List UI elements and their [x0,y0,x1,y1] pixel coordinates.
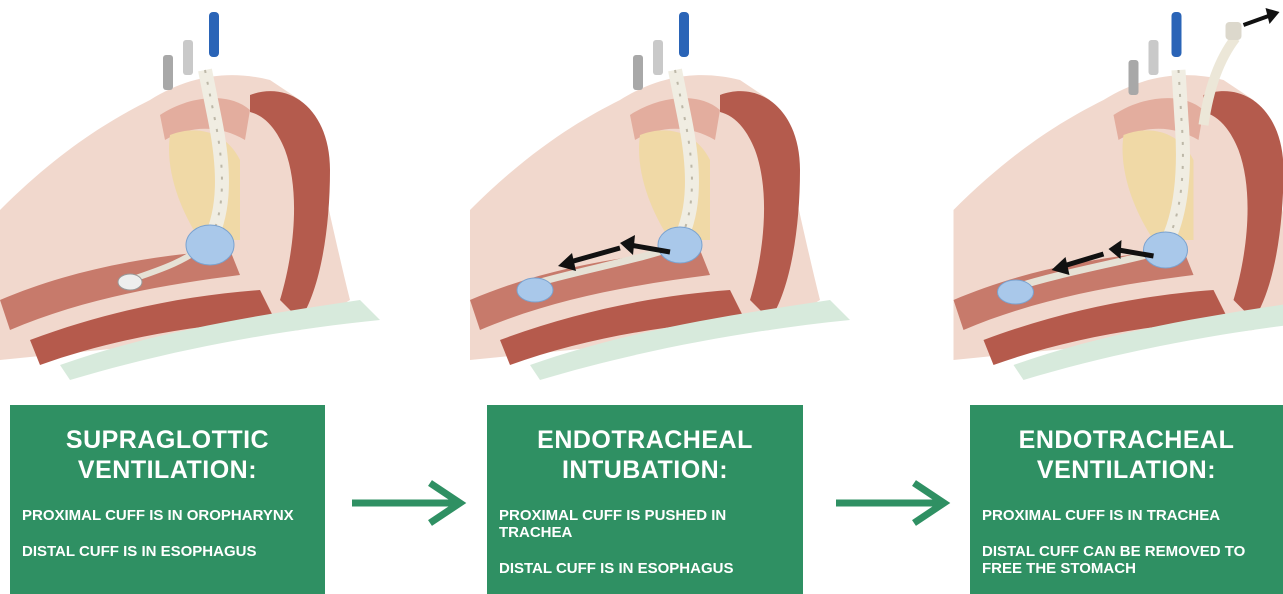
removal-arrow [1244,16,1269,25]
step-box-endotracheal-ventilation: ENDOTRACHEAL VENTILATION: PROXIMAL CUFF … [970,405,1283,594]
step-title: SUPRAGLOTTIC VENTILATION: [22,425,313,485]
proximal-cuff [1144,232,1188,268]
airway-diagram-2 [470,0,870,380]
flow-arrow-right-icon [348,478,468,528]
step-line: DISTAL CUFF CAN BE REMOVED TO FREE THE S… [982,543,1271,577]
withdrawn-tube-tip [1226,22,1242,40]
proximal-cuff [658,227,702,263]
proximal-cuff [186,225,234,265]
distal-cuff [998,280,1034,304]
step-line: PROXIMAL CUFF IS IN TRACHEA [982,507,1271,524]
connector-grey [183,40,193,75]
connector-grey-2 [163,55,173,90]
illustration-intubation [470,0,870,380]
step-line: PROXIMAL CUFF IS IN OROPHARYNX [22,507,313,524]
pilot-balloon-blue [1172,12,1182,57]
removal-arrow-head [1266,8,1280,24]
connector-grey-2 [1129,60,1139,95]
connector-grey-2 [633,55,643,90]
step-line: DISTAL CUFF IS IN ESOPHAGUS [22,543,313,560]
distal-cuff [118,274,142,290]
distal-cuff [517,278,553,302]
pilot-balloon-blue [679,12,689,57]
connector-grey [653,40,663,75]
airway-diagram-1 [0,0,400,380]
illustration-supraglottic [0,0,400,380]
step-line: PROXIMAL CUFF IS PUSHED IN TRACHEA [499,507,791,541]
step-line: DISTAL CUFF IS IN ESOPHAGUS [499,560,791,577]
flow-arrow-right-icon [832,478,952,528]
step-box-intubation: ENDOTRACHEAL INTUBATION: PROXIMAL CUFF I… [487,405,803,594]
connector-grey [1149,40,1159,75]
pilot-balloon-blue [209,12,219,57]
illustration-endotracheal-ventilation [930,0,1283,380]
step-title: ENDOTRACHEAL INTUBATION: [499,425,791,485]
airway-diagram-3 [930,0,1283,380]
step-box-supraglottic: SUPRAGLOTTIC VENTILATION: PROXIMAL CUFF … [10,405,325,594]
step-title: ENDOTRACHEAL VENTILATION: [982,425,1271,485]
